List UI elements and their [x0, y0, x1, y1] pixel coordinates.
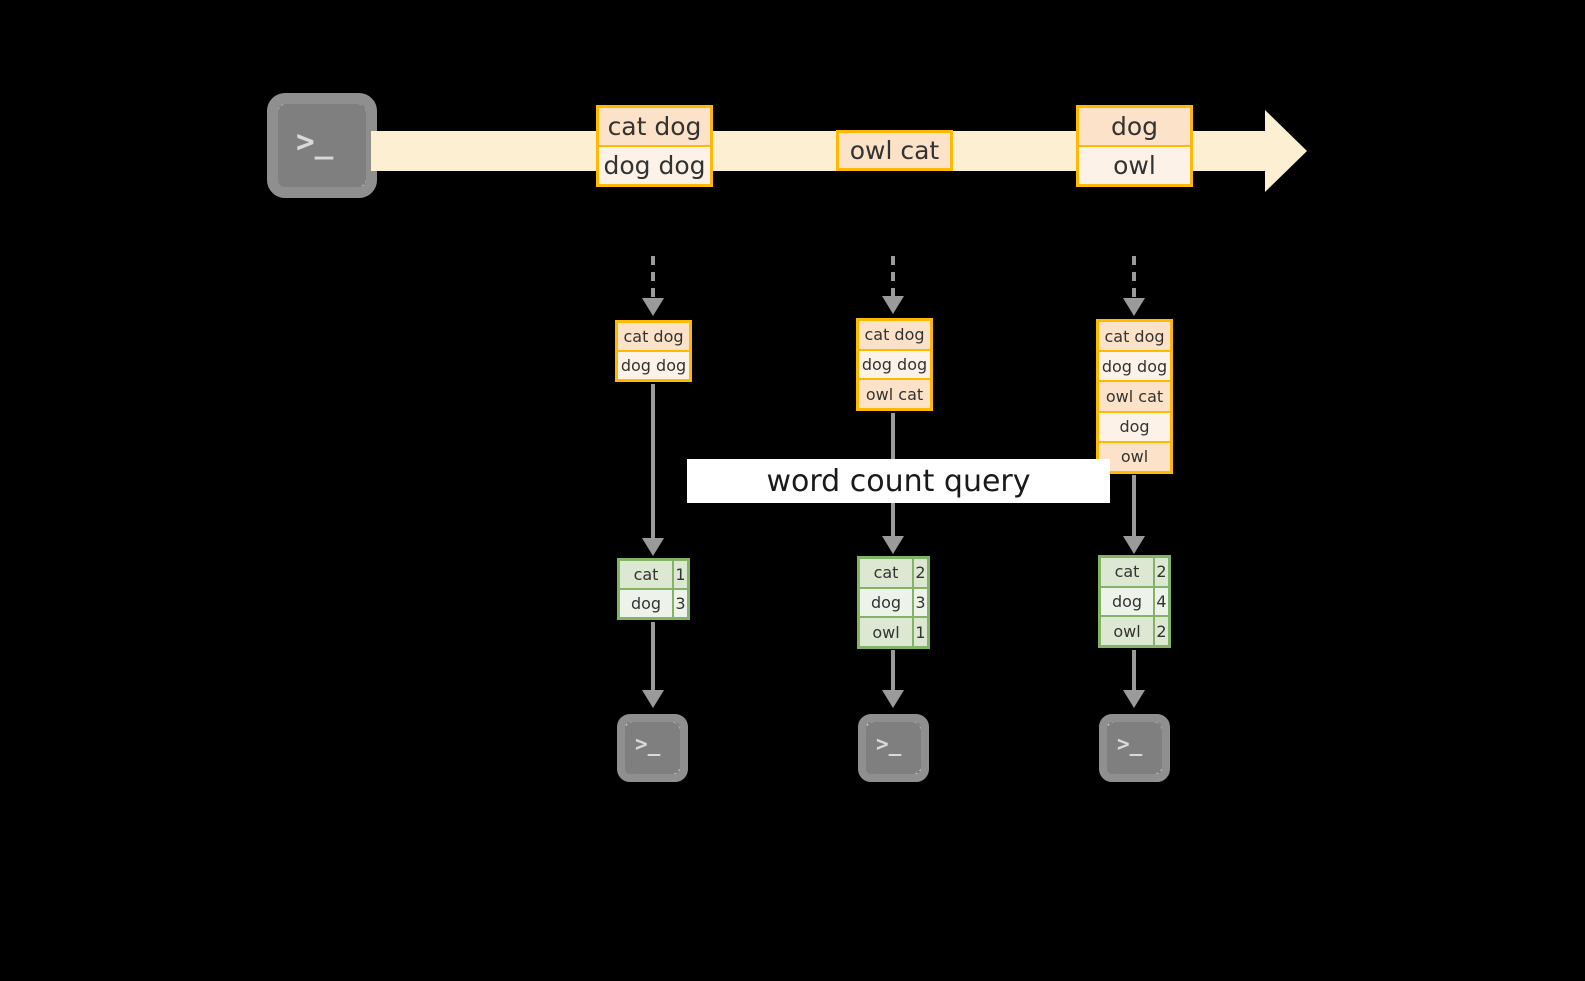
- result-1-row-1-count: 1: [672, 561, 687, 588]
- sink-2-terminal-body: >_: [866, 722, 921, 774]
- snapshot-1: cat dog dog dog: [615, 320, 692, 382]
- result-3-row-1-count: 2: [1153, 558, 1168, 586]
- snapshot-3-row-2: dog dog: [1099, 350, 1170, 381]
- result-2-row-1-count: 2: [912, 559, 927, 587]
- result-2-row-3-count: 1: [912, 618, 927, 647]
- result-2-row-1-word: cat: [860, 559, 912, 587]
- stream-event-1-line-2: dog dog: [599, 145, 710, 184]
- stream-event-2: owl cat: [836, 130, 953, 171]
- source-terminal-prompt-glyph: >_: [296, 124, 334, 160]
- stream-event-3: dog owl: [1076, 105, 1193, 187]
- snapshot-3-row-1: cat dog: [1099, 322, 1170, 351]
- result-1-row-1-word: cat: [620, 561, 672, 588]
- result-2-row-2-word: dog: [860, 588, 912, 617]
- result-3-connector: [1132, 475, 1136, 539]
- sink-3-terminal-body: >_: [1107, 722, 1162, 774]
- result-3-row-3: owl 2: [1101, 615, 1168, 646]
- source-terminal-body: >_: [278, 104, 366, 187]
- result-1-row-2-word: dog: [620, 590, 672, 617]
- snapshot-2: cat dog dog dog owl cat: [856, 318, 933, 411]
- sink-1-terminal-prompt-glyph: >_: [635, 732, 661, 756]
- result-1-row-2: dog 3: [620, 588, 687, 617]
- result-2-row-2: dog 3: [860, 586, 927, 617]
- result-3-row-2-word: dog: [1101, 587, 1153, 616]
- result-1-row-1: cat 1: [620, 561, 687, 588]
- result-2-row-1: cat 2: [860, 559, 927, 587]
- result-3-row-1: cat 2: [1101, 558, 1168, 586]
- result-2-table: cat 2 dog 3 owl 1: [857, 556, 930, 649]
- sink-1-terminal-body: >_: [625, 722, 680, 774]
- snapshot-1-row-2: dog dog: [618, 350, 689, 379]
- result-3-row-2-count: 4: [1153, 587, 1168, 616]
- sink-1-terminal-icon: >_: [617, 714, 688, 782]
- result-1-arrowhead: [642, 538, 664, 556]
- result-1-connector: [651, 384, 655, 539]
- sink-2-terminal-prompt-glyph: >_: [876, 732, 902, 756]
- sink-3-terminal-prompt-glyph: >_: [1117, 732, 1143, 756]
- snapshot-2-row-2: dog dog: [859, 348, 930, 379]
- snapshot-2-dashed-arrowhead: [882, 296, 904, 314]
- stream-event-1: cat dog dog dog: [596, 105, 713, 187]
- snapshot-1-dashed-connector: [651, 256, 655, 302]
- result-1-table: cat 1 dog 3: [617, 558, 690, 620]
- stream-event-3-line-1: dog: [1079, 108, 1190, 145]
- snapshot-3-row-5: owl: [1099, 440, 1170, 472]
- stream-event-1-line-1: cat dog: [599, 108, 710, 145]
- result-2-row-3-word: owl: [860, 618, 912, 647]
- result-3-row-1-word: cat: [1101, 558, 1153, 586]
- result-3-row-3-word: owl: [1101, 617, 1153, 646]
- sink-1-connector: [651, 622, 655, 692]
- snapshot-1-row-1: cat dog: [618, 323, 689, 350]
- result-2-row-3: owl 1: [860, 616, 927, 647]
- result-3-arrowhead: [1123, 536, 1145, 554]
- sink-3-arrowhead: [1123, 690, 1145, 708]
- snapshot-3-dashed-arrowhead: [1123, 298, 1145, 316]
- snapshot-2-row-3: owl cat: [859, 378, 930, 409]
- sink-2-connector: [891, 650, 895, 692]
- result-3-row-3-count: 2: [1153, 617, 1168, 646]
- result-3-row-2: dog 4: [1101, 585, 1168, 616]
- query-label: word count query: [687, 459, 1110, 503]
- snapshot-2-dashed-connector: [891, 256, 895, 300]
- snapshot-3-dashed-connector: [1132, 256, 1136, 302]
- result-1-row-2-count: 3: [672, 590, 687, 617]
- result-2-arrowhead: [882, 536, 904, 554]
- query-label-text: word count query: [766, 463, 1031, 499]
- snapshot-2-row-1: cat dog: [859, 321, 930, 349]
- sink-3-connector: [1132, 650, 1136, 692]
- stream-event-2-line-1: owl cat: [839, 133, 950, 168]
- result-2-row-2-count: 3: [912, 588, 927, 617]
- snapshot-3: cat dog dog dog owl cat dog owl: [1096, 319, 1173, 474]
- snapshot-1-dashed-arrowhead: [642, 298, 664, 316]
- sink-2-arrowhead: [882, 690, 904, 708]
- snapshot-3-row-4: dog: [1099, 410, 1170, 441]
- stream-event-3-line-2: owl: [1079, 145, 1190, 184]
- sink-2-terminal-icon: >_: [858, 714, 929, 782]
- source-terminal-icon: >_: [267, 93, 377, 198]
- sink-3-terminal-icon: >_: [1099, 714, 1170, 782]
- sink-1-arrowhead: [642, 690, 664, 708]
- result-3-table: cat 2 dog 4 owl 2: [1098, 555, 1171, 648]
- stream-arrow-right-icon: [1265, 110, 1349, 192]
- snapshot-3-row-3: owl cat: [1099, 380, 1170, 411]
